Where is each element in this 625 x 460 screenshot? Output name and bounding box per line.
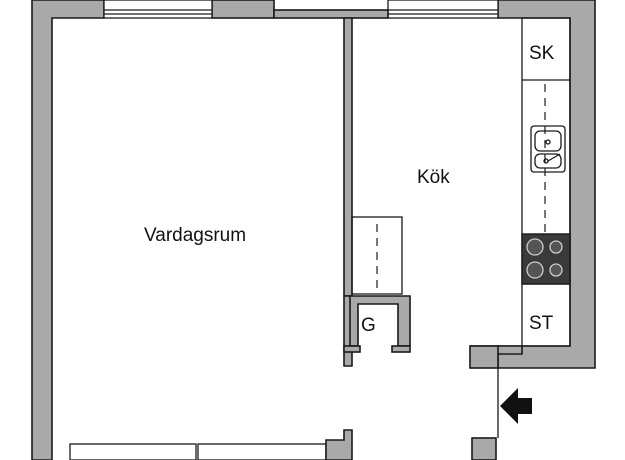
window-top-left: [103, 0, 213, 19]
window-top-right: [387, 0, 499, 19]
entrance-wall-ledge: [469, 345, 499, 369]
interior-wall-vertical: [343, 17, 353, 297]
room-label-living-room: Vardagsrum: [144, 225, 247, 246]
wardrobe: [351, 216, 403, 295]
window-bottom-left: [69, 443, 327, 460]
sink-icon: [530, 125, 566, 173]
room-label-closet: G: [361, 315, 376, 336]
bottom-wall-stub-left: [325, 429, 353, 460]
closet-wall-foot-right: [391, 345, 411, 353]
top-wall-strip: [273, 9, 389, 19]
stove-icon: [521, 233, 571, 285]
closet-wall: [349, 295, 411, 347]
entrance-arrow-icon: [500, 388, 532, 424]
kitchen-counter: [521, 17, 571, 347]
room-label-kitchen: Kök: [417, 167, 450, 188]
exterior-wall-top-middle: [211, 0, 275, 19]
entrance-wall-vertical: [471, 437, 497, 460]
closet-wall-foot-left: [343, 345, 361, 353]
exterior-wall-top-left: [31, 0, 105, 460]
room-label-storage-cabinet: SK: [529, 43, 555, 64]
room-label-storage: ST: [529, 313, 554, 334]
